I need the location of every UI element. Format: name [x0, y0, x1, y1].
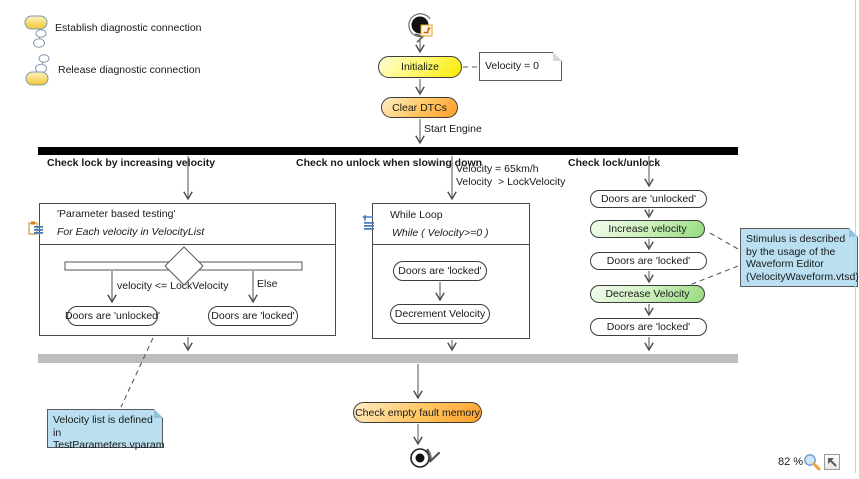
- while-loop-icon: [362, 214, 374, 230]
- fit-to-window-icon: [828, 458, 837, 467]
- clear-dtcs-node[interactable]: Clear DTCs: [381, 97, 458, 118]
- frame-header: [40, 204, 335, 245]
- doors-locked-node-right-2[interactable]: Doors are 'locked': [590, 318, 707, 336]
- doors-unlocked-node-left[interactable]: Doors are 'unlocked': [64, 306, 161, 326]
- velocity-zero-text: Velocity = 0: [485, 60, 539, 72]
- velocity-list-note[interactable]: Velocity list is defined in TestParamete…: [47, 409, 165, 451]
- node-label: Doors are 'locked': [606, 255, 691, 267]
- guard-label-velocity-le-lock: velocity <= LockVelocity: [117, 280, 229, 292]
- stimulus-note-text: Stimulus is described by the usage of th…: [746, 233, 859, 283]
- edge-label-velocity-65: Velocity = 65km/h: [456, 163, 539, 175]
- node-label: Increase velocity: [608, 223, 687, 235]
- initialize-label: Initialize: [401, 61, 439, 73]
- node-label: Decrement Velocity: [394, 308, 486, 320]
- initial-node[interactable]: [408, 13, 433, 37]
- zoom-level-text: 82 %: [778, 456, 804, 468]
- doors-locked-node-left[interactable]: Doors are 'locked': [208, 306, 298, 326]
- node-label: Doors are 'locked': [606, 321, 691, 333]
- decrease-velocity-node[interactable]: Decrease Velocity: [590, 285, 705, 303]
- check-empty-fault-memory-node[interactable]: Check empty fault memory: [353, 402, 482, 423]
- increase-velocity-node[interactable]: Increase velocity: [590, 220, 705, 238]
- join-bar[interactable]: [38, 354, 738, 363]
- final-node[interactable]: [410, 448, 431, 468]
- guard-label-else: Else: [257, 278, 278, 290]
- doors-unlocked-node-right[interactable]: Doors are 'unlocked': [590, 190, 707, 208]
- frame-header: [373, 204, 529, 245]
- magnifier-icon[interactable]: [803, 453, 822, 472]
- node-label: Doors are 'locked': [398, 265, 482, 277]
- while-frame-condition: While ( Velocity>=0 ): [392, 227, 489, 239]
- node-label: Doors are 'unlocked': [600, 193, 697, 205]
- edge-label-velocity-gt-lock: Velocity > LockVelocity: [456, 176, 566, 188]
- establish-connection-icon: [24, 15, 48, 48]
- velocity-list-note-text: Velocity list is defined in TestParamete…: [53, 414, 165, 451]
- start-engine-edge-label: Start Engine: [424, 123, 482, 135]
- parameter-frame-condition: For Each velocity in VelocityList: [57, 226, 205, 238]
- node-label: Doors are 'unlocked': [64, 310, 161, 322]
- node-label: Doors are 'locked': [211, 310, 295, 322]
- decrement-velocity-node[interactable]: Decrement Velocity: [390, 304, 490, 324]
- release-connection-icon: [25, 54, 50, 86]
- doors-locked-node-while[interactable]: Doors are 'locked': [393, 261, 487, 281]
- legend-item-establish: Establish diagnostic connection: [24, 15, 254, 48]
- lane-title-left: Check lock by increasing velocity: [47, 157, 216, 169]
- parameter-list-icon: [28, 221, 43, 235]
- edge-stimulus-note-1: [709, 232, 739, 250]
- edge-velocity-list-note: [120, 337, 154, 408]
- initialize-node[interactable]: Initialize: [378, 56, 462, 78]
- lane-title-right: Check lock/unlock: [568, 157, 661, 169]
- lane-title-middle: Check no unlock when slowing down: [296, 157, 483, 169]
- fork-bar[interactable]: [38, 147, 738, 155]
- legend-label-establish: Establish diagnostic connection: [55, 22, 202, 34]
- node-label: Check empty fault memory: [355, 406, 480, 419]
- clear-dtcs-label: Clear DTCs: [392, 101, 447, 114]
- parameter-frame-title: 'Parameter based testing': [57, 208, 176, 220]
- canvas-right-border: [855, 0, 856, 473]
- while-frame-title: While Loop: [390, 209, 443, 221]
- stimulus-note[interactable]: Stimulus is described by the usage of th…: [740, 228, 859, 287]
- fit-to-window-button[interactable]: [824, 454, 840, 470]
- doors-locked-node-right-1[interactable]: Doors are 'locked': [590, 252, 707, 270]
- legend-item-release: Release diagnostic connection: [25, 54, 255, 86]
- legend-label-release: Release diagnostic connection: [58, 64, 201, 76]
- velocity-zero-note[interactable]: Velocity = 0: [479, 52, 562, 81]
- node-label: Decrease Velocity: [605, 288, 690, 300]
